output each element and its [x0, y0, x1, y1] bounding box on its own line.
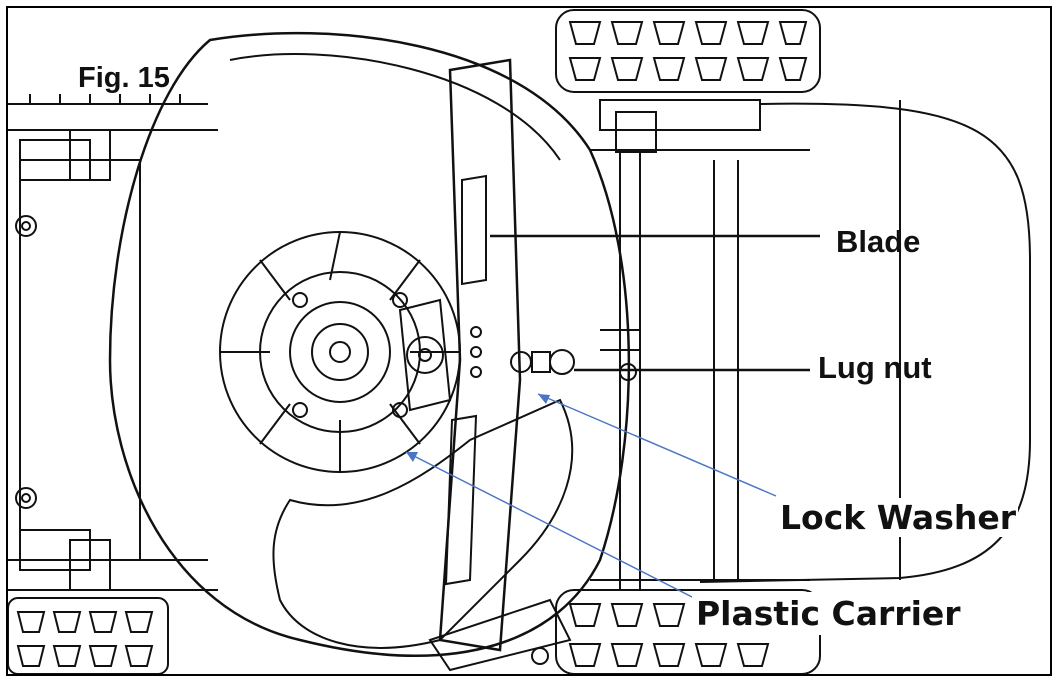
wheel-top	[555, 9, 821, 93]
blade	[438, 58, 522, 652]
lug-nut-and-washer	[510, 349, 575, 375]
deck-outline	[108, 31, 631, 657]
wheel-front-left	[7, 597, 169, 675]
figure-label: Fig. 15	[78, 62, 170, 94]
callout-lines	[405, 234, 820, 599]
callout-plastic-carrier: Plastic Carrier	[692, 592, 965, 635]
plastic-carrier	[219, 231, 461, 473]
callout-blade: Blade	[836, 224, 921, 259]
callout-lock-washer: Lock Washer	[778, 498, 1018, 537]
callout-lug-nut: Lug nut	[818, 350, 932, 385]
